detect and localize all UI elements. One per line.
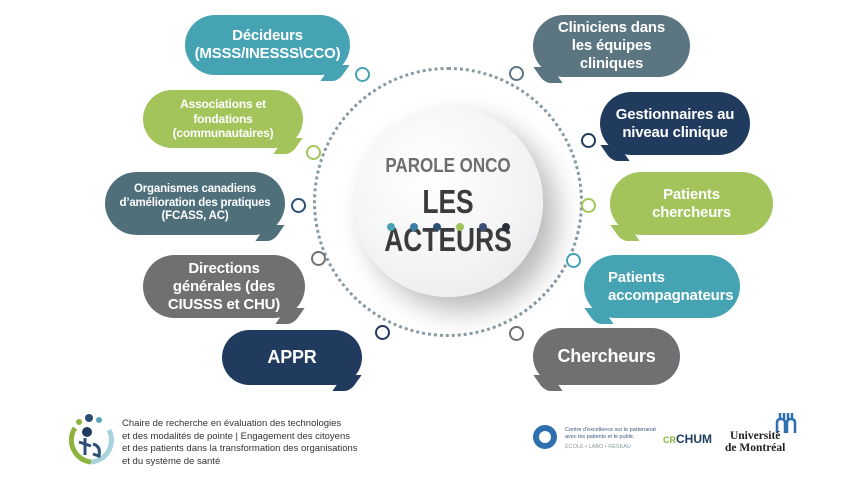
footer-line: et des patients dans la transformation d…: [122, 443, 358, 454]
cepp-text: Centre d'excellence sur le partenariat a…: [565, 427, 656, 451]
crchum-logo: CRCHUM: [663, 432, 712, 446]
connector-ring: [311, 251, 326, 266]
crchum-prefix: CR: [663, 435, 676, 445]
cepp-line: avec les patients et le public: [565, 434, 634, 440]
chaire-description: Chaire de recherche en évaluation des te…: [122, 418, 358, 468]
actor-bubble-appr: APPR: [222, 330, 362, 385]
dot: [432, 223, 441, 231]
dot: [409, 223, 418, 231]
actor-bubble-gestionnaires: Gestionnaires au niveau clinique: [600, 92, 750, 155]
dot: [501, 223, 510, 231]
dot: [478, 223, 487, 231]
connector-ring: [355, 67, 370, 82]
udem-line: de Montréal: [725, 442, 786, 454]
footer-line: et des modalités de pointe | Engagement …: [122, 430, 350, 442]
center-title: LES ACTEURS: [384, 183, 512, 258]
udem-line: Université: [729, 430, 781, 442]
connector-ring: [306, 145, 321, 160]
dot: [455, 223, 464, 231]
dot: [386, 223, 395, 231]
actor-bubble-associations: Associations et fondations (communautair…: [143, 90, 303, 148]
actor-bubble-patients-chercheurs: Patients chercheurs: [610, 172, 773, 235]
connector-ring: [566, 253, 581, 268]
actor-bubble-cliniciens: Cliniciens dans les équipes cliniques: [533, 15, 690, 77]
udem-logo-text: Université de Montréal: [725, 430, 785, 454]
connector-ring: [509, 326, 524, 341]
center-subtitle: PAROLE ONCO: [385, 155, 511, 177]
footer-line: Chaire de recherche en évaluation des te…: [122, 418, 342, 429]
footer-line: et du système de santé: [122, 455, 221, 467]
crchum-name: CHUM: [676, 432, 712, 446]
connector-ring: [581, 198, 596, 213]
actor-bubble-decideurs: Décideurs (MSSS/INESSS\CCO): [185, 15, 350, 75]
center-circle: PAROLE ONCO LES ACTEURS: [353, 107, 543, 297]
connector-ring: [291, 198, 306, 213]
cepp-line: ÉCOLE • LABO • RÉSEAU: [565, 444, 631, 450]
connector-ring: [581, 133, 596, 148]
connector-ring: [375, 325, 390, 340]
cepp-line: Centre d'excellence sur le partenariat: [565, 427, 656, 433]
center-dots: [353, 223, 543, 231]
actor-bubble-chercheurs: Chercheurs: [533, 328, 680, 385]
cepp-logo-icon: [533, 425, 557, 449]
actor-bubble-organismes: Organismes canadiens d’amélioration des …: [105, 172, 285, 235]
actor-bubble-directions: Directions générales (des CIUSSS et CHU): [143, 255, 305, 318]
udem-logo-icon: [775, 413, 797, 433]
connector-ring: [509, 66, 524, 81]
chaire-logo-icon: [68, 414, 114, 465]
actor-bubble-patients-accompagnateurs: Patients accompagnateurs: [584, 255, 740, 318]
